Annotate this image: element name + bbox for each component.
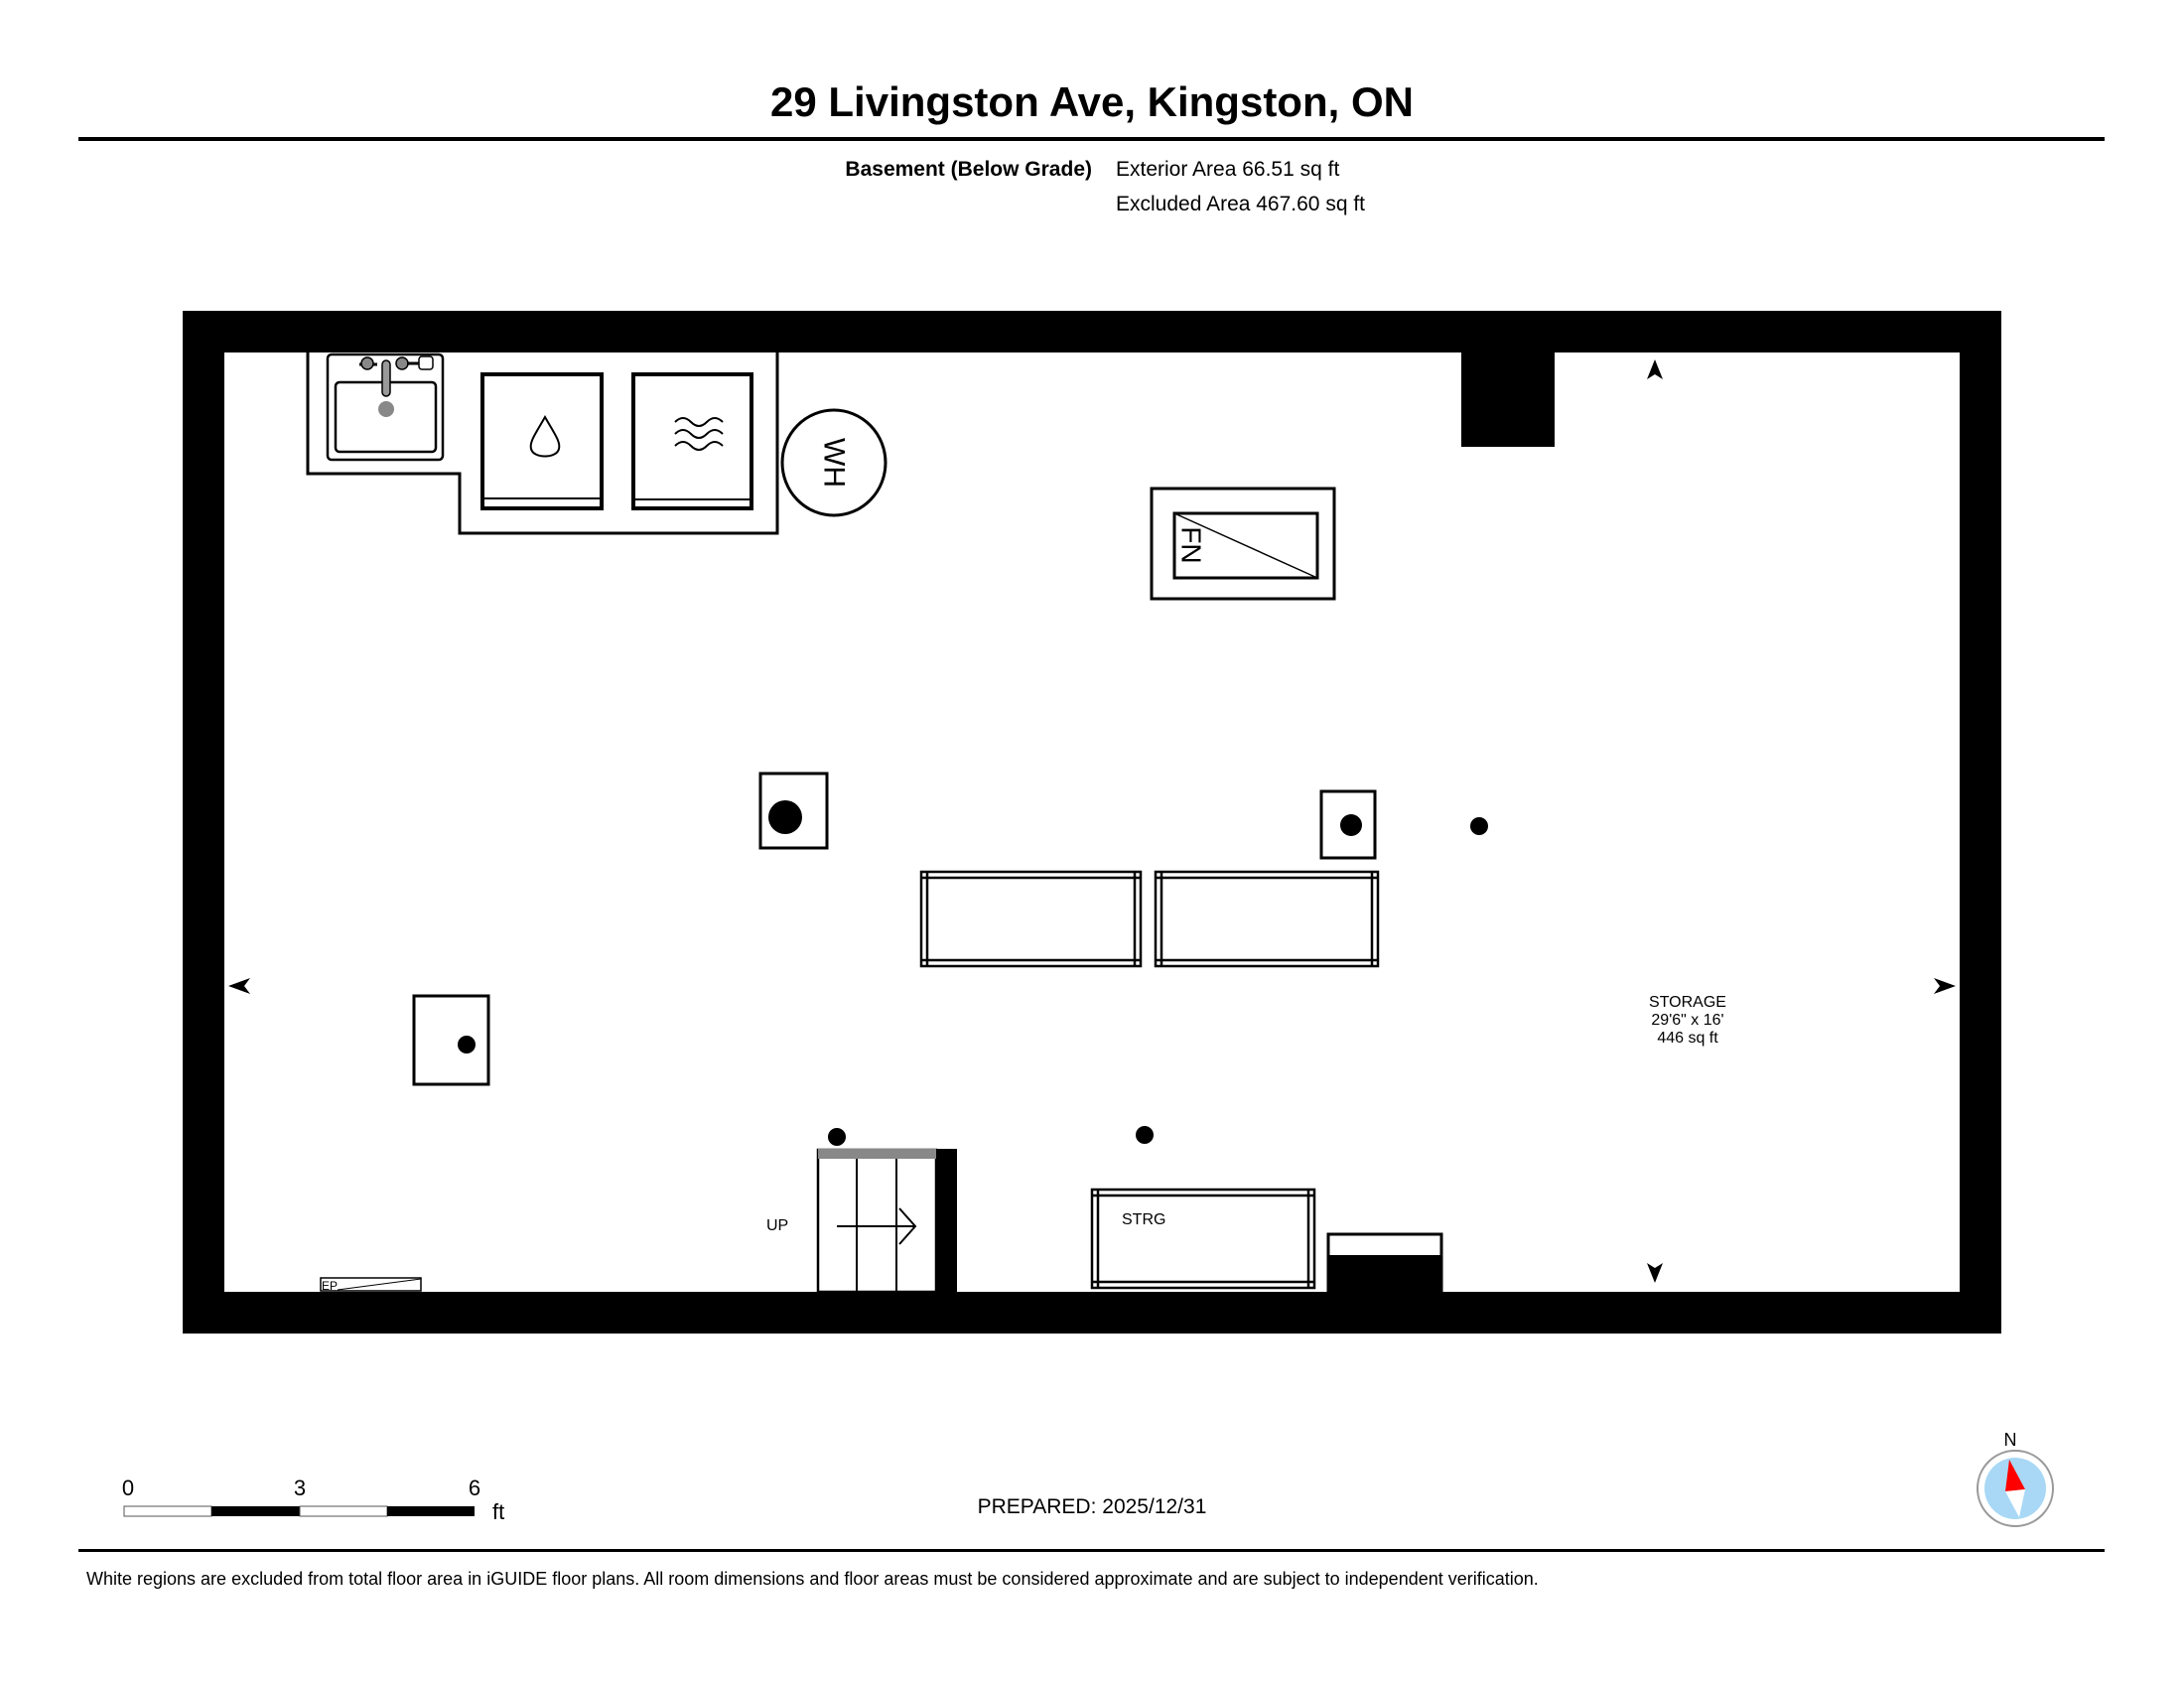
stair-arrow-icon bbox=[837, 1207, 917, 1245]
heat-waves-icon bbox=[674, 417, 724, 451]
excluded-area: Excluded Area 467.60 sq ft bbox=[1116, 193, 1365, 215]
footer-disclaimer: White regions are excluded from total fl… bbox=[86, 1569, 1539, 1589]
furnace: FN bbox=[1150, 487, 1336, 601]
exterior-area: Exterior Area 66.51 sq ft bbox=[1116, 158, 1339, 181]
scale-bar: 0 3 6 ft bbox=[122, 1476, 504, 1524]
counter bbox=[306, 352, 779, 535]
svg-text:ft: ft bbox=[492, 1499, 504, 1524]
page-title: 29 Livingston Ave, Kingston, ON bbox=[770, 78, 1414, 125]
sink-icon bbox=[326, 352, 445, 462]
shelving bbox=[919, 870, 1380, 1290]
prepared-date: PREPARED: 2025/12/31 bbox=[978, 1495, 1207, 1518]
compass-icon: N bbox=[1977, 1430, 2054, 1527]
arrow-right-icon bbox=[1934, 978, 1956, 994]
arrow-down-icon bbox=[1647, 1263, 1663, 1283]
support-posts bbox=[412, 772, 1488, 1146]
arrow-left-icon bbox=[228, 978, 250, 994]
water-drop-icon bbox=[529, 414, 561, 458]
svg-text:N: N bbox=[2004, 1430, 2017, 1450]
shelf-label: STRG bbox=[1122, 1211, 1165, 1228]
electrical-panel: EP bbox=[320, 1277, 422, 1293]
svg-text:29'6" x 16': 29'6" x 16' bbox=[1651, 1012, 1723, 1029]
svg-text:3: 3 bbox=[294, 1476, 306, 1500]
room-label: STORAGE 29'6" x 16' 446 sq ft bbox=[1649, 994, 1726, 1047]
svg-text:0: 0 bbox=[122, 1476, 134, 1500]
stairs-label: UP bbox=[766, 1217, 788, 1234]
chimney bbox=[1461, 352, 1555, 447]
exterior-walls bbox=[183, 311, 2001, 1334]
arrow-up-icon bbox=[1647, 359, 1663, 379]
bottom-cabinet bbox=[1326, 1232, 1443, 1294]
floor-label: Basement (Below Grade) bbox=[845, 158, 1092, 181]
dimension-arrows bbox=[228, 359, 1956, 1283]
svg-text:446 sq ft: 446 sq ft bbox=[1657, 1030, 1718, 1047]
svg-text:WH: WH bbox=[818, 438, 851, 488]
svg-text:EP: EP bbox=[322, 1279, 338, 1293]
svg-text:STORAGE: STORAGE bbox=[1649, 994, 1726, 1011]
footer-rule bbox=[78, 1549, 2105, 1552]
washer-icon bbox=[480, 372, 604, 510]
svg-text:FN: FN bbox=[1176, 526, 1207, 563]
header-rule bbox=[78, 137, 2105, 141]
stairs bbox=[816, 1148, 957, 1294]
water-heater: WH bbox=[780, 408, 887, 517]
dryer-icon bbox=[631, 372, 753, 510]
svg-text:6: 6 bbox=[469, 1476, 480, 1500]
